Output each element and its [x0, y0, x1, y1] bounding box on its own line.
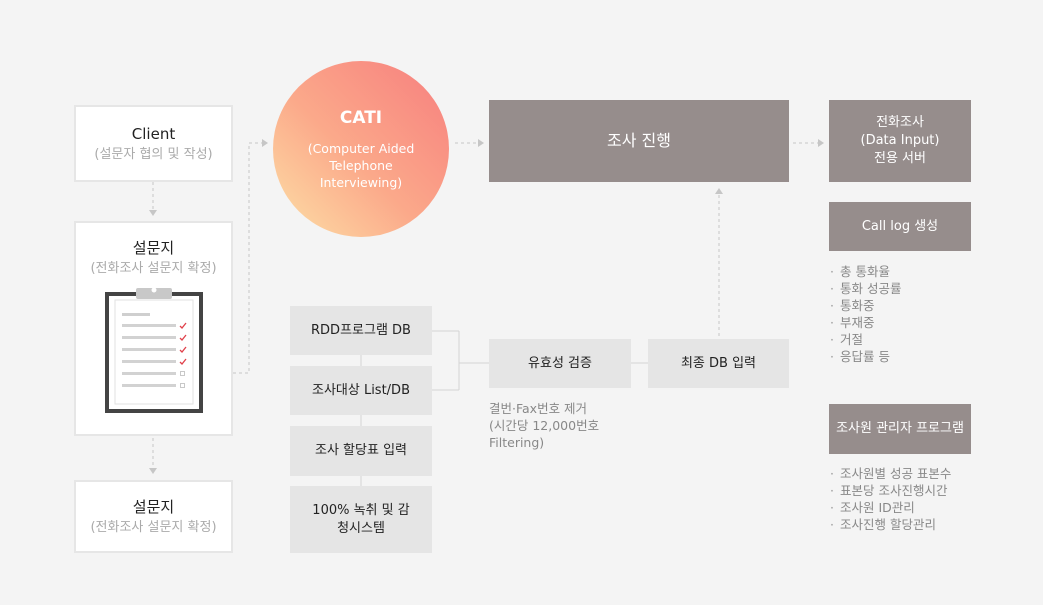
questionnaire-final-title: 설문지 — [132, 497, 175, 516]
list-item: 통화중 — [830, 297, 980, 314]
list-item: 총 통화율 — [830, 263, 980, 280]
survey-server-box: 전화조사 (Data Input) 전용 서버 — [829, 100, 971, 182]
rdd-program-label: RDD프로그램 DB — [311, 322, 411, 338]
validation-note-line: Filtering) — [489, 435, 545, 450]
manager-program-box: 조사원 관리자 프로그램 — [829, 404, 971, 454]
questionnaire-box: 설문지 (전화조사 설문지 확정) — [74, 221, 233, 436]
client-subtitle: (설문자 협의 및 작성) — [94, 146, 213, 162]
call-log-box: Call log 생성 — [829, 202, 971, 251]
validation-note: 결번·Fax번호 제거 (시간당 12,000번호 Filtering) — [489, 400, 659, 451]
server-line2: (Data Input) — [860, 133, 940, 148]
quota-input-box: 조사 할당표 입력 — [290, 426, 432, 476]
final-db-label: 최종 DB 입력 — [680, 355, 757, 371]
manager-program-title: 조사원 관리자 프로그램 — [836, 421, 964, 436]
questionnaire-title: 설문지 — [132, 239, 175, 257]
list-item: 조사진행 할당관리 — [830, 516, 1020, 533]
call-log-title: Call log 생성 — [861, 218, 939, 234]
validation-label: 유효성 검증 — [528, 355, 592, 371]
list-item: 응답률 등 — [830, 348, 980, 365]
list-item: 거절 — [830, 331, 980, 348]
list-item: 조사원별 성공 표본수 — [830, 465, 1020, 482]
list-item: 조사원 ID관리 — [830, 499, 1020, 516]
client-box: Client (설문자 협의 및 작성) — [74, 105, 233, 182]
clipboard-icon — [104, 287, 203, 413]
target-list-box: 조사대상 List/DB — [290, 366, 432, 415]
validation-note-line: 결번·Fax번호 제거 — [489, 401, 588, 416]
survey-progress-box: 조사 진행 — [489, 100, 789, 182]
rdd-program-box: RDD프로그램 DB — [290, 306, 432, 355]
validation-box: 유효성 검증 — [489, 339, 631, 388]
questionnaire-final-subtitle: (전화조사 설문지 확정) — [90, 519, 217, 535]
questionnaire-subtitle: (전화조사 설문지 확정) — [90, 261, 217, 276]
list-item: 통화 성공률 — [830, 280, 980, 297]
server-line1: 전화조사 — [876, 115, 924, 130]
validation-note-line: (시간당 12,000번호 — [489, 418, 600, 433]
list-item: 부재중 — [830, 314, 980, 331]
list-item: 표본당 조사진행시간 — [830, 482, 1020, 499]
questionnaire-final-box: 설문지 (전화조사 설문지 확정) — [74, 480, 233, 553]
client-title: Client — [131, 124, 176, 143]
final-db-box: 최종 DB 입력 — [648, 339, 789, 388]
cati-title: CATI — [339, 107, 383, 128]
manager-list: 조사원별 성공 표본수 표본당 조사진행시간 조사원 ID관리 조사진행 할당관… — [830, 465, 1020, 533]
survey-progress-label: 조사 진행 — [607, 131, 671, 150]
recording-system-box: 100% 녹취 및 감청시스템 — [290, 486, 432, 553]
recording-system-label: 100% 녹취 및 감청시스템 — [312, 502, 410, 536]
target-list-label: 조사대상 List/DB — [311, 382, 410, 398]
call-log-list: 총 통화율 통화 성공률 통화중 부재중 거절 응답률 등 — [830, 263, 980, 365]
cati-subtitle: (Computer Aided Telephone Interviewing) — [307, 140, 415, 190]
quota-input-label: 조사 할당표 입력 — [315, 443, 407, 458]
cati-circle: CATI (Computer Aided Telephone Interview… — [273, 61, 449, 237]
server-line3: 전용 서버 — [874, 151, 926, 166]
